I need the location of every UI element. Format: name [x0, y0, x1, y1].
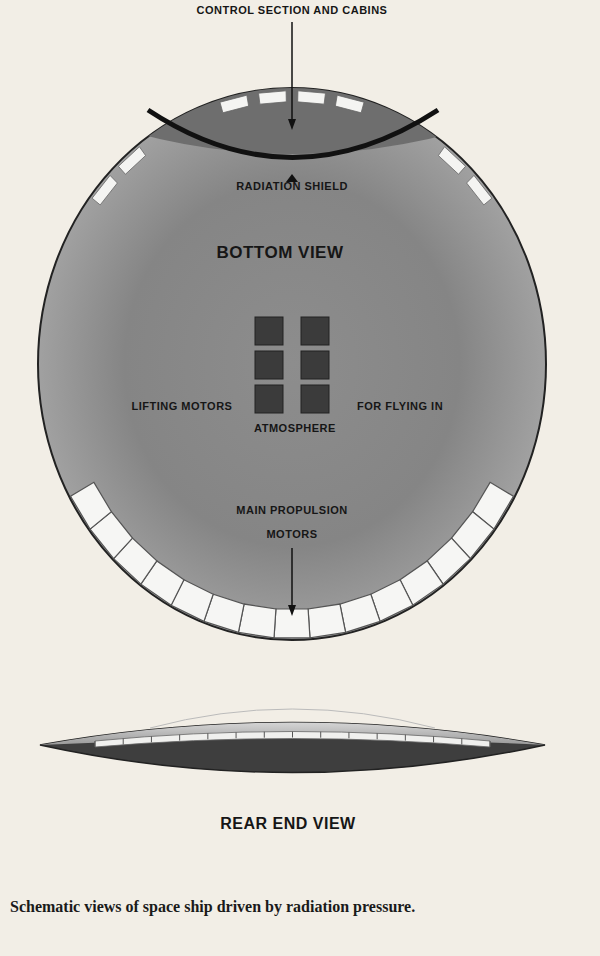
rear-cell-divider — [320, 732, 321, 738]
propulsion-motor-cell — [340, 594, 380, 632]
control-section — [60, 88, 530, 154]
rear-cell-divider — [377, 733, 378, 739]
cabin-window — [259, 91, 287, 104]
rear-cell-divider — [348, 732, 349, 738]
rear-cell-divider — [151, 736, 152, 742]
callout-label: CONTROL SECTION AND CABINS — [197, 0, 388, 21]
cabin-window — [298, 91, 326, 104]
rear-dome-top — [150, 709, 435, 728]
callout-label: ATMOSPHERE — [254, 418, 336, 439]
leader-arrow — [291, 548, 293, 608]
rear-cell-divider — [123, 738, 124, 744]
cabin-window — [467, 175, 492, 205]
propulsion-motor-cell — [238, 604, 275, 638]
rear-cell-divider — [405, 735, 406, 741]
cabin-window — [92, 175, 117, 205]
leader-arrow — [291, 22, 293, 122]
rear-cell-divider — [179, 735, 180, 741]
rear-cell-divider — [433, 736, 434, 742]
rear-cell-divider — [264, 732, 265, 738]
propulsion-motors — [71, 482, 514, 638]
rear-cell-divider — [490, 741, 491, 747]
callout-label: MAIN PROPULSION MOTORS — [227, 498, 357, 546]
rear-cell-divider — [95, 741, 96, 747]
arrow-head — [288, 605, 296, 616]
rear-cell-divider — [461, 738, 462, 744]
propulsion-motor-cell — [308, 604, 345, 638]
view-label: REAR END VIEW — [220, 814, 355, 833]
rear-cell-divider — [236, 732, 237, 738]
view-label: BOTTOM VIEW — [216, 243, 343, 263]
cabin-window — [438, 147, 465, 174]
hull-bottom-view — [38, 88, 546, 640]
cabin-window — [335, 95, 364, 113]
rear-propulsion-motors — [95, 732, 490, 748]
propulsion-motor-cell — [71, 482, 112, 529]
rear-cell-divider — [292, 732, 293, 738]
cabin-window — [118, 147, 145, 174]
callout-label: FOR FLYING IN — [357, 396, 443, 417]
arrow-head — [288, 119, 296, 130]
callout-label: RADIATION SHIELD — [236, 176, 348, 197]
lifting-motors — [255, 317, 329, 413]
rear-band — [95, 732, 490, 748]
cabin-window — [220, 95, 249, 113]
radiation-shield — [148, 110, 438, 158]
rear-hull — [40, 723, 545, 773]
rear-cell-divider — [207, 733, 208, 739]
callout-label: LIFTING MOTORS — [132, 396, 233, 417]
figure-caption: Schematic views of space ship driven by … — [10, 898, 415, 916]
